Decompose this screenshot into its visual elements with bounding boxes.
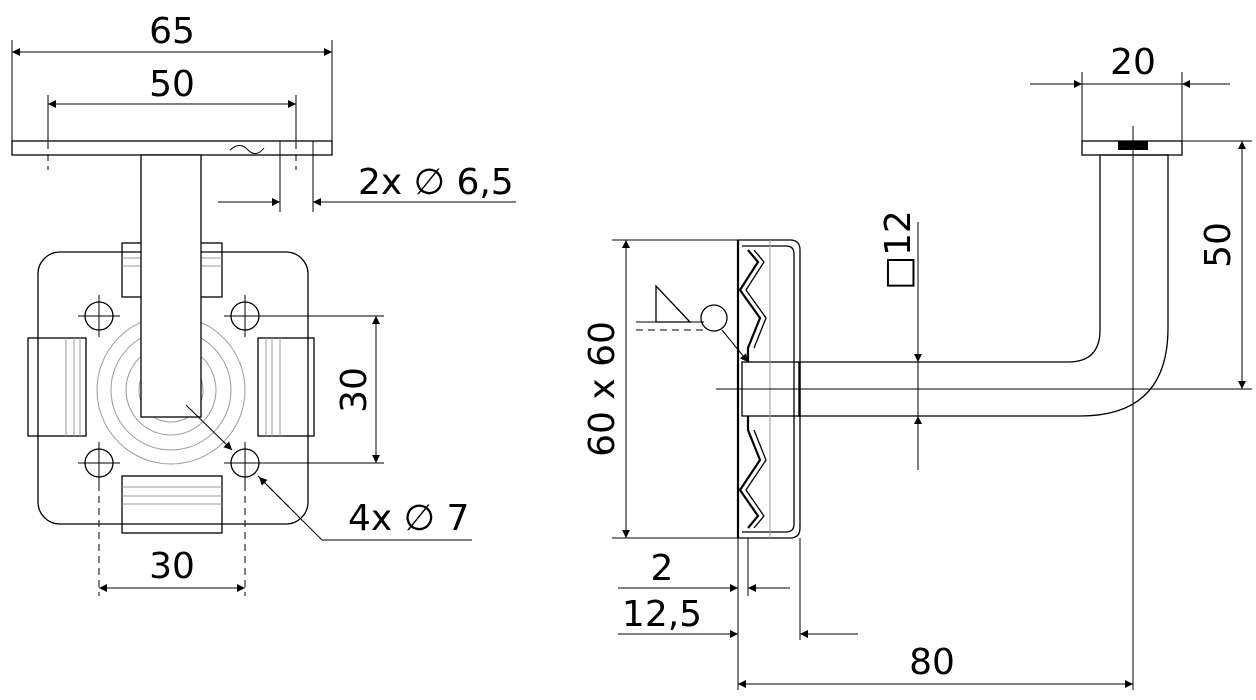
dim-2-label: 2: [651, 548, 674, 589]
side-view: 20 50 □12 60 x 60: [582, 42, 1252, 690]
dim-50-vertical-label: 50: [1198, 222, 1239, 268]
dim-2x-holes: 2x ∅ 6,5: [218, 155, 516, 212]
dim-square-12-label: □12: [878, 210, 919, 290]
clip-left: [27, 337, 87, 437]
weld-symbol: [636, 284, 749, 363]
vertical-bar: [140, 154, 202, 418]
dim-50-label: 50: [149, 64, 195, 105]
top-plate-section: [1081, 140, 1183, 156]
dim-50-vertical: 50: [1168, 140, 1252, 390]
dim-2x-holes-label: 2x ∅ 6,5: [358, 162, 514, 203]
dim-60x60: 60 x 60: [582, 239, 738, 539]
bolt-hole-bl: [78, 442, 120, 484]
dim-4x-holes: 4x ∅ 7: [185, 404, 472, 541]
dim-12-5-label: 12,5: [622, 594, 702, 635]
dim-20: 20: [1030, 42, 1230, 141]
dim-30-vertical: 30: [334, 316, 380, 463]
bar-section: [798, 154, 1169, 417]
dim-65-label: 65: [149, 11, 195, 52]
clip-bottom: [121, 475, 223, 534]
dim-80-label: 80: [909, 642, 955, 683]
dim-2: 2: [618, 538, 801, 690]
bolt-hole-tl: [78, 295, 120, 337]
dim-20-label: 20: [1110, 42, 1156, 83]
dim-4x-holes-label: 4x ∅ 7: [348, 498, 469, 539]
clip-right: [257, 337, 315, 437]
dim-30-horizontal: 30: [99, 546, 245, 592]
bolt-hole-br: [224, 442, 266, 484]
dim-50: 50: [47, 64, 297, 141]
dim-80: 80: [738, 642, 1133, 688]
dim-60x60-label: 60 x 60: [582, 321, 623, 457]
dim-30-vertical-label: 30: [334, 367, 375, 413]
bolt-hole-tr: [224, 295, 266, 337]
dim-square-12: □12: [878, 210, 922, 470]
dim-12-5: 12,5: [618, 594, 858, 638]
front-view: 65 50 2x ∅ 6,5 30 30: [11, 11, 516, 596]
dim-65: 65: [11, 11, 333, 141]
dim-30-horizontal-label: 30: [149, 546, 195, 587]
